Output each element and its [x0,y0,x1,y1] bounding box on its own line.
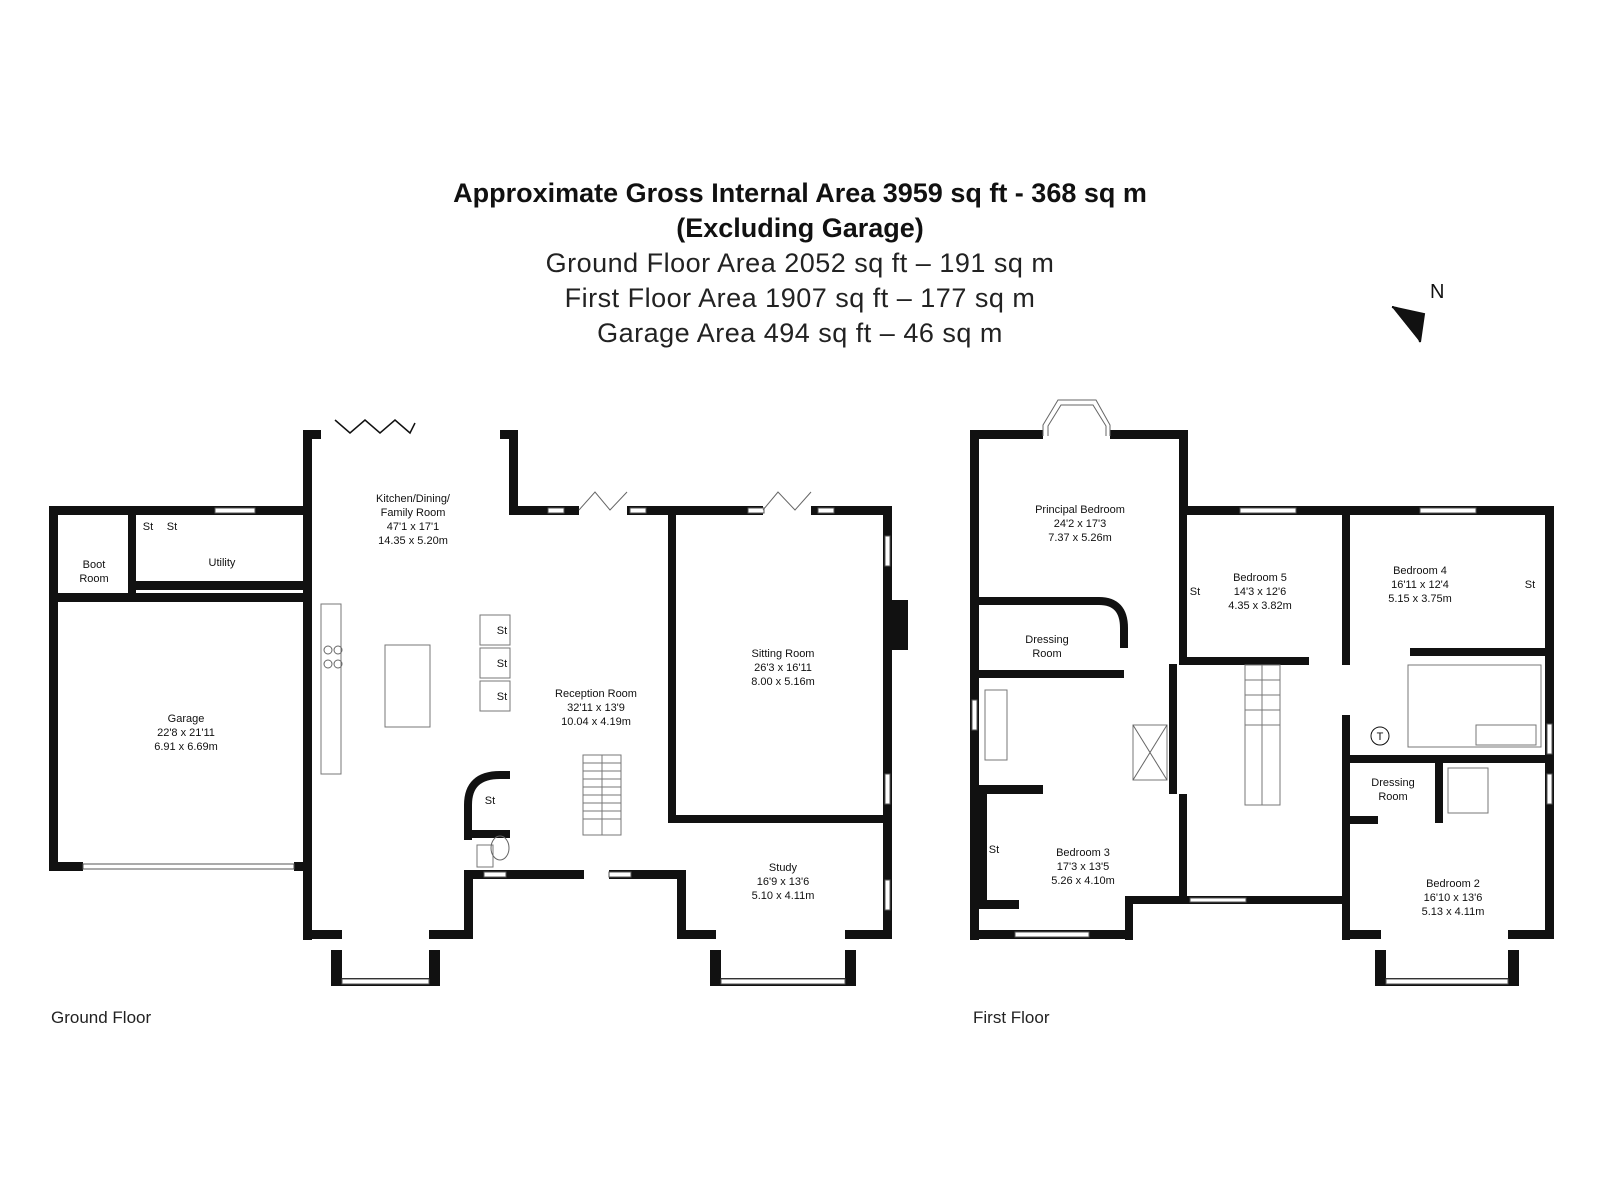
dressing-room-label-2: Room [1032,648,1061,660]
first-floor-area: First Floor Area 1907 sq ft – 177 sq m [564,283,1036,313]
tank-icon [1370,726,1390,746]
kitchen-imperial: 47'1 x 17'1 [387,521,440,533]
bedroom-4-label: Bedroom 4 [1393,565,1447,577]
bedroom-4-metric: 5.15 x 3.75m [1388,593,1452,605]
bedroom-3-metric: 5.26 x 4.10m [1051,875,1115,887]
sitting-room-imperial: 26'3 x 16'11 [754,662,812,674]
dressing-room-label-1: Dressing [1025,634,1068,646]
bedroom-2-label: Bedroom 2 [1426,878,1480,890]
bedroom-2-metric: 5.13 x 4.11m [1422,906,1485,918]
principal-bedroom-imperial: 24'2 x 17'3 [1054,518,1107,530]
kitchen-label-2: Family Room [381,507,446,519]
garage-label: Garage [168,713,205,725]
first-floor-plan [970,399,1554,986]
study-metric: 5.10 x 4.11m [752,890,815,902]
ground-floor-plan [49,419,908,986]
bedroom-3-imperial: 17'3 x 13'5 [1057,861,1110,873]
kitchen-label-1: Kitchen/Dining/ [376,493,451,505]
store-label: St [167,521,177,533]
utility-label: Utility [209,557,236,569]
bedroom-3-label: Bedroom 3 [1056,847,1110,859]
principal-bedroom-label: Principal Bedroom [1035,504,1125,516]
store-label: St [1525,579,1535,591]
study-label: Study [769,862,798,874]
dressing-room-2-label-2: Room [1378,791,1407,803]
store-label: St [497,625,507,637]
ground-floor-label: Ground Floor [51,1008,151,1027]
reception-room-metric: 10.04 x 4.19m [561,716,631,728]
ground-floor-area: Ground Floor Area 2052 sq ft – 191 sq m [545,248,1055,278]
dressing-room-2-label-1: Dressing [1371,777,1414,789]
store-label: St [497,658,507,670]
gross-area-title: Approximate Gross Internal Area 3959 sq … [453,178,1147,208]
boot-room-label-1: Boot [83,559,106,571]
kitchen-metric: 14.35 x 5.20m [378,535,448,547]
store-label: St [1190,586,1200,598]
bedroom-5-label: Bedroom 5 [1233,572,1287,584]
reception-room-imperial: 32'11 x 13'9 [567,702,625,714]
first-floor-label: First Floor [973,1008,1050,1027]
store-label: St [143,521,153,533]
garage-imperial: 22'8 x 21'11 [157,727,215,739]
sitting-room-label: Sitting Room [752,648,815,660]
garage-metric: 6.91 x 6.69m [154,741,218,753]
bedroom-4-imperial: 16'11 x 12'4 [1391,579,1449,591]
store-label: St [497,691,507,703]
first-floor-labels: Principal Bedroom 24'2 x 17'3 7.37 x 5.2… [973,504,1535,1027]
store-label: St [485,795,495,807]
north-label: N [1430,281,1444,303]
principal-bedroom-metric: 7.37 x 5.26m [1048,532,1112,544]
reception-room-label: Reception Room [555,688,637,700]
bedroom-2-imperial: 16'10 x 13'6 [1424,892,1483,904]
north-arrow-icon: N [1391,281,1444,343]
ground-floor-labels: Boot Room St St Utility Garage 22'8 x 21… [51,493,815,1027]
sitting-room-metric: 8.00 x 5.16m [751,676,815,688]
bedroom-5-metric: 4.35 x 3.82m [1228,600,1292,612]
tank-label: T [1377,731,1384,743]
bedroom-5-imperial: 14'3 x 12'6 [1234,586,1287,598]
excluding-garage-note: (Excluding Garage) [676,213,924,243]
plan-header: Approximate Gross Internal Area 3959 sq … [0,176,1600,351]
garage-area: Garage Area 494 sq ft – 46 sq m [597,318,1003,348]
store-label: St [989,844,999,856]
boot-room-label-2: Room [79,573,108,585]
study-imperial: 16'9 x 13'6 [757,876,810,888]
